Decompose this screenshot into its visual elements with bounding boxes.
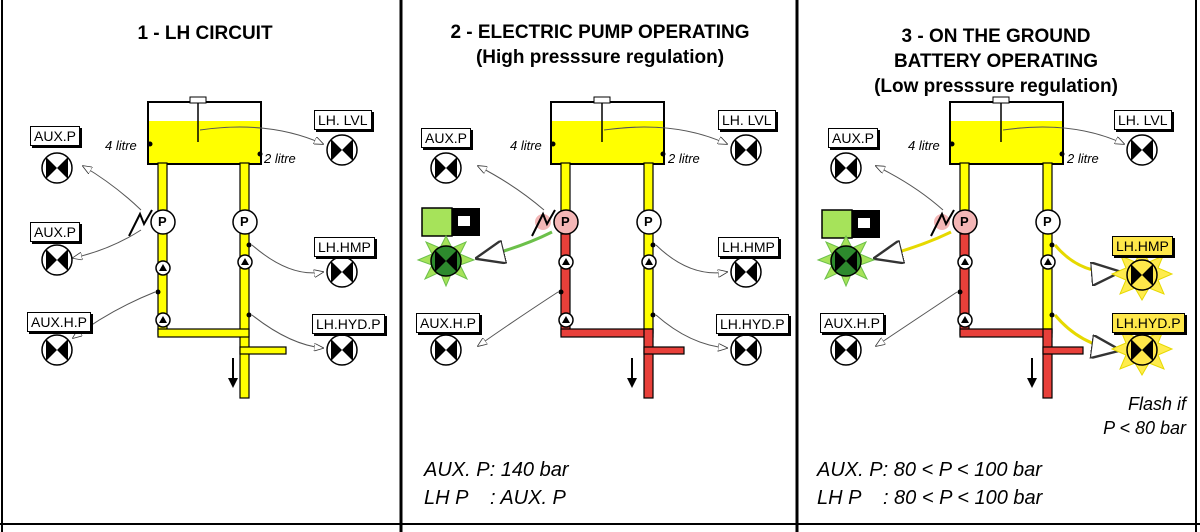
flash-condition-line-1: Flash if — [1127, 394, 1186, 414]
pump-label: P — [240, 214, 249, 229]
panel-1-title: 1 - LH CIRCUIT — [20, 21, 390, 46]
panel-3-title: 3 - ON THE GROUND BATTERY OPERATING (Low… — [801, 24, 1191, 99]
panel-2-title-line-1: 2 - ELECTRIC PUMP OPERATING — [450, 22, 750, 43]
lh-hmp-tag: LH.HMP — [718, 237, 779, 257]
panel-2-note-2: LH P : AUX. P — [424, 487, 566, 509]
flash-condition-line-2: P < 80 bar — [1103, 418, 1186, 438]
aux-p-lamp-1 — [41, 152, 73, 184]
panel-3-note-1: AUX. P: 80 < P < 100 bar — [817, 459, 1042, 481]
lh-hyd-p-lamp — [326, 334, 358, 366]
aux-p-tag: AUX.P — [421, 128, 472, 148]
lh-hmp-lamp — [326, 256, 358, 288]
pump-label: P — [644, 214, 653, 229]
panel-2-title: 2 - ELECTRIC PUMP OPERATING (High presss… — [405, 20, 795, 70]
panel-2-note-1: AUX. P: 140 bar — [424, 459, 569, 481]
pump-label: P — [158, 214, 167, 229]
lh-lvl-tag: LH. LVL — [314, 110, 372, 130]
pump-label: P — [561, 214, 570, 229]
pump-label: P — [960, 214, 969, 229]
panel-3-circuit — [816, 96, 1174, 399]
tank-level-right: 2 litre — [264, 151, 296, 166]
panel-3-title-line-1: 3 - ON THE GROUND — [901, 26, 1091, 47]
tank-level-right: 2 litre — [1067, 151, 1099, 166]
aux-hp-lamp — [41, 334, 73, 366]
lh-hmp-tag-flashing: LH.HMP — [1112, 236, 1173, 256]
panel-2-circuit — [416, 96, 762, 399]
tank-level-left: 4 litre — [105, 138, 137, 153]
aux-p-tag: AUX.P — [30, 126, 81, 146]
aux-hp-tag: AUX.H.P — [820, 313, 885, 333]
lh-lvl-tag: LH. LVL — [718, 110, 776, 130]
lh-hyd-p-tag: LH.HYD.P — [312, 314, 385, 334]
aux-p-lamp-2 — [41, 244, 73, 276]
aux-p-tag-2: AUX.P — [30, 222, 81, 242]
aux-hp-tag: AUX.H.P — [27, 312, 92, 332]
tank-level-right: 2 litre — [668, 151, 700, 166]
panel-3-title-line-2: BATTERY OPERATING — [893, 51, 1099, 72]
lh-hyd-p-tag-flashing: LH.HYD.P — [1112, 313, 1185, 333]
flash-condition: Flash if P < 80 bar — [1060, 392, 1186, 440]
panel-1-title-line: 1 - LH CIRCUIT — [137, 23, 273, 44]
lh-lvl-lamp — [326, 134, 358, 166]
lh-lvl-tag: LH. LVL — [1114, 110, 1172, 130]
tank-level-left: 4 litre — [908, 138, 940, 153]
aux-hp-tag: AUX.H.P — [416, 313, 481, 333]
panel-1-circuit — [41, 96, 358, 399]
lh-hmp-tag: LH.HMP — [314, 237, 375, 257]
aux-p-tag: AUX.P — [828, 128, 879, 148]
panel-3-note-2: LH P : 80 < P < 100 bar — [817, 487, 1043, 509]
lh-hyd-p-tag: LH.HYD.P — [716, 314, 789, 334]
tank-level-left: 4 litre — [510, 138, 542, 153]
panel-2-title-line-2: (High presssure regulation) — [475, 47, 725, 68]
pump-label: P — [1043, 214, 1052, 229]
panel-3-title-line-3: (Low presssure regulation) — [874, 76, 1118, 97]
